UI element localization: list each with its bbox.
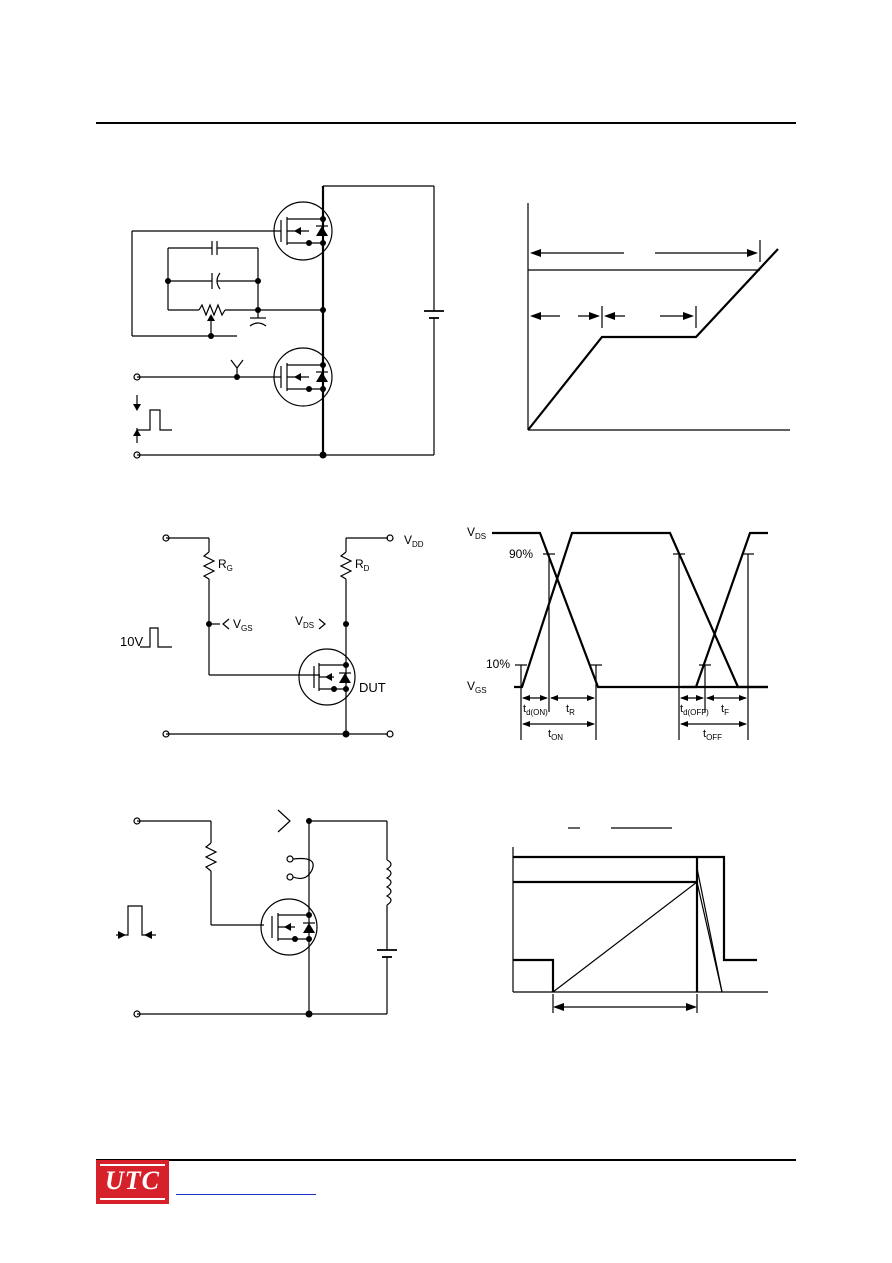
- gate-charge-test-circuit: [131, 185, 444, 459]
- tdon-label: td(ON): [523, 703, 548, 717]
- inductive-switching-circuit: [116, 809, 397, 1018]
- gate-charge-waveform: [527, 203, 790, 431]
- utc-logo: UTC: [96, 1160, 169, 1204]
- vgs-wave-label: VGS: [467, 679, 487, 695]
- vds-circuit-label: VDS: [295, 614, 314, 630]
- vgs-circuit-label: VGS: [233, 617, 253, 633]
- vdd-label: VDD: [404, 533, 424, 549]
- uis-vds-trace: [697, 855, 757, 962]
- vds-wave-label: VDS: [467, 525, 486, 541]
- uis-mosfet-circle: [260, 898, 318, 956]
- dut-mosfet-circle: [298, 648, 356, 706]
- uis-current-ramp: [552, 881, 698, 993]
- pct90-label: 90%: [509, 547, 533, 561]
- tf-label: tF: [721, 703, 729, 717]
- switching-waveforms: VDS VGS 90% 10% td(ON) tR tON td(OFF) tF…: [467, 525, 768, 742]
- pct10-label: 10%: [486, 657, 510, 671]
- pulse-label: 10V: [120, 634, 143, 649]
- website-link[interactable]: [176, 1180, 316, 1195]
- inductive-switching-waveform: [512, 827, 768, 1013]
- switching-test-circuit: VDD RG RD VGS VDS 10V DUT: [120, 533, 424, 738]
- toff-label: tOFF: [703, 728, 722, 742]
- ton-label: tON: [548, 728, 563, 742]
- rg-label: RG: [218, 557, 233, 573]
- tr-label: tR: [566, 703, 575, 717]
- gate-charge-trace: [527, 248, 779, 431]
- rd-label: RD: [355, 557, 370, 573]
- logo-text: UTC: [105, 1166, 160, 1195]
- dut-label: DUT: [359, 680, 386, 695]
- tdoff-label: td(OFF): [680, 703, 709, 717]
- vgs-pulse-trace: [514, 531, 768, 689]
